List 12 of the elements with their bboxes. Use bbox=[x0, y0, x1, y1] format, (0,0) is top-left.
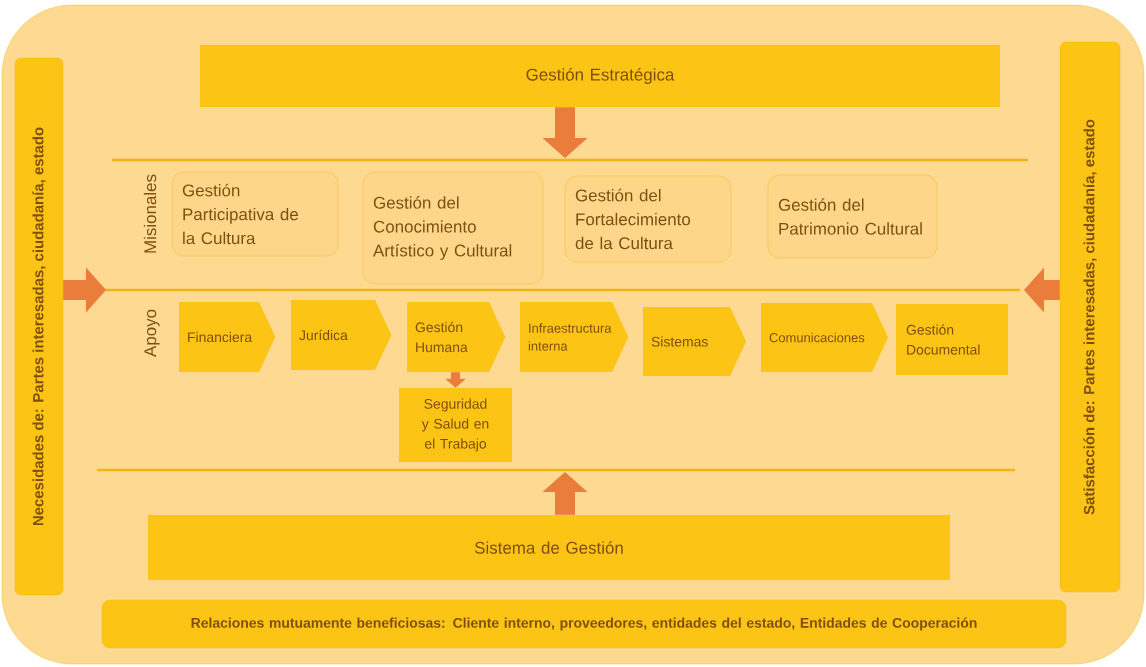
side-band: Satisfacción de: Partes interesadas, ciudadanía, estado bbox=[1059, 41, 1121, 593]
process-box: Gestión Documental bbox=[896, 304, 1008, 375]
section-label: Apoyo bbox=[144, 309, 160, 357]
process-box: Gestión del Fortalecimiento de la Cultura bbox=[564, 175, 732, 263]
process-box: Gestión Participativa de la Cultura bbox=[171, 171, 339, 257]
side-band: Necesidades de: Partes interesadas, ciudadanía, estado bbox=[14, 57, 64, 596]
process-box: Gestión del Patrimonio Cultural bbox=[767, 174, 938, 259]
process-bar: Gestión Estratégica bbox=[200, 45, 1000, 107]
process-bar: Sistema de Gestión bbox=[148, 515, 950, 580]
relations-bar: Relaciones mutuamente beneficiosas: Cliente interno, proveedores, entidades del estado, Entidades de Cooperación bbox=[101, 599, 1067, 649]
process-box: Gestión del Conocimiento Artístico y Cultural bbox=[362, 171, 544, 285]
process-box: Seguridad y Salud en el Trabajo bbox=[399, 388, 512, 462]
